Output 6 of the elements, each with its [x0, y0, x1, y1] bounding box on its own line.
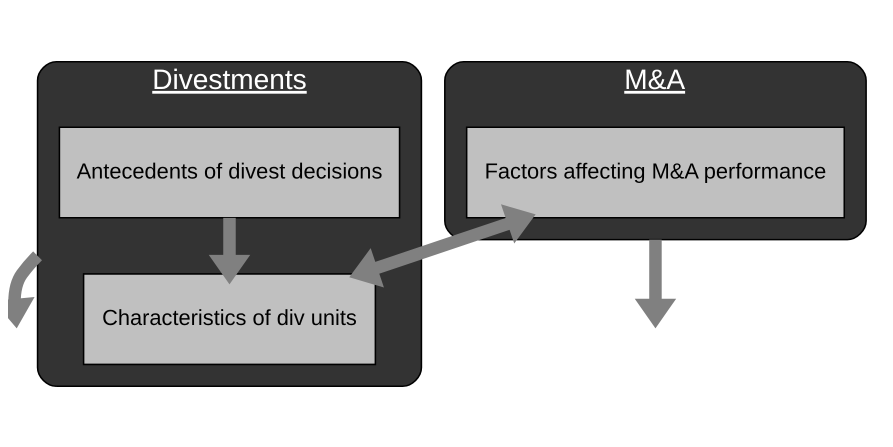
node-box: Factors affecting M&A performance [466, 126, 846, 218]
node-box: Antecedents of divest decisions [58, 126, 400, 218]
node-box: Characteristics of div units [82, 272, 376, 365]
arrow [208, 217, 250, 284]
arrow [634, 239, 676, 328]
arrow [349, 204, 536, 287]
